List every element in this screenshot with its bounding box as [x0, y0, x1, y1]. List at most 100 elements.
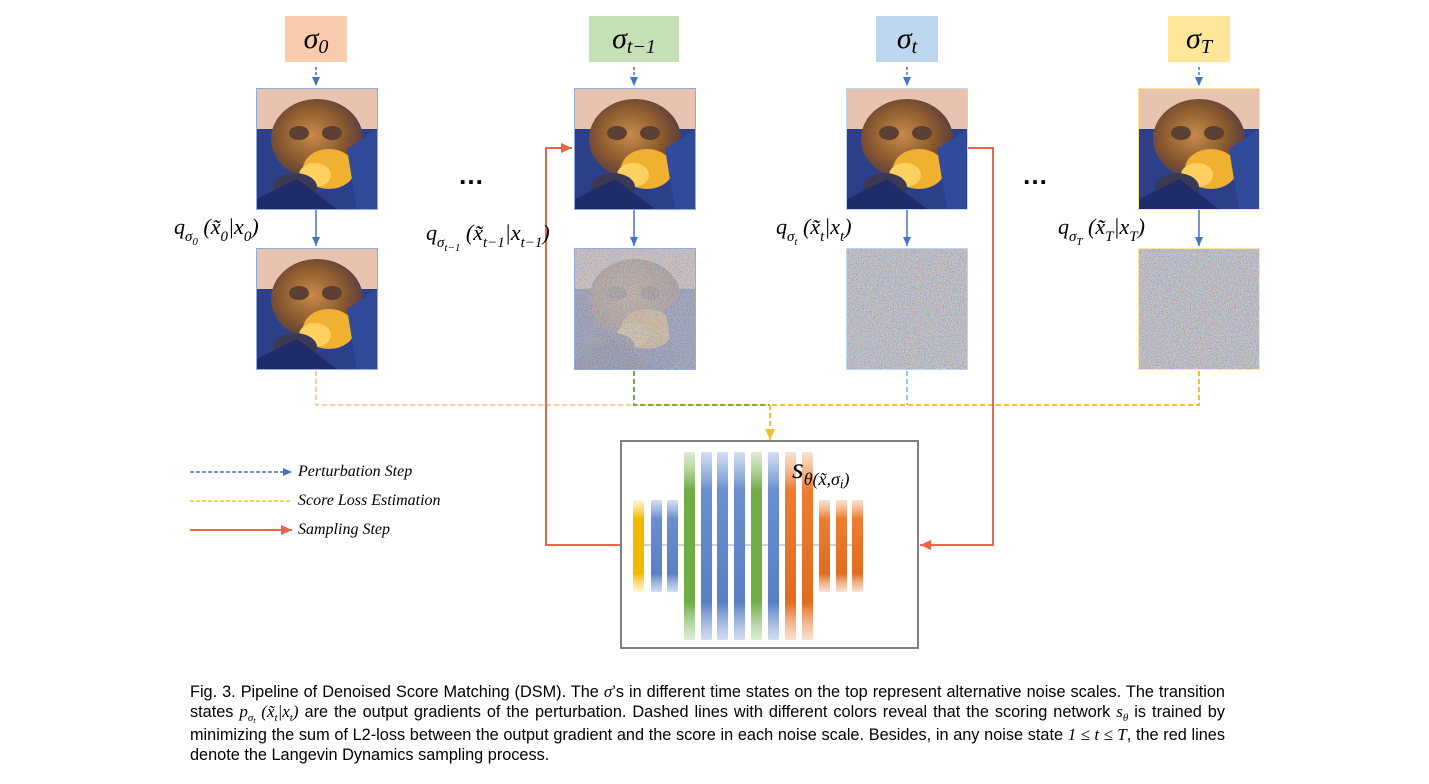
figure-caption: Fig. 3. Pipeline of Denoised Score Match…: [190, 682, 1225, 765]
s-args: (x̃,σ: [812, 469, 840, 489]
caption-s-expr: sθ: [1116, 702, 1129, 724]
legend-label-perturbation: Perturbation Step: [298, 463, 413, 480]
q-sub-index: t−1: [444, 242, 461, 254]
caption-s: s: [1116, 702, 1123, 721]
q-tail-sub: T: [1105, 229, 1114, 245]
sigma-symbol: σ: [303, 22, 319, 55]
network-layer-9: [785, 452, 796, 640]
caption-text-5: , the red lines denote the Langevin Dyna…: [190, 726, 1225, 764]
q-mid-sub: t−1: [520, 235, 543, 251]
network-layer-8: [768, 452, 779, 640]
q-label-2: qσt (x̃t|xt): [776, 214, 852, 248]
caption-p-end: ): [292, 702, 299, 721]
q-main: q: [426, 220, 437, 245]
caption-p-args-sub: t: [274, 712, 278, 724]
s-sub: θ: [803, 469, 813, 489]
input-image-0: [256, 88, 378, 210]
ellipsis-right: …: [1022, 160, 1050, 190]
network-layer-4: [701, 452, 712, 640]
input-image-3: [1138, 88, 1260, 210]
q-tail: (x̃: [203, 214, 221, 239]
network-layer-12: [836, 500, 847, 592]
network-layer-2: [667, 500, 678, 592]
network-layer-0: [633, 500, 644, 592]
caption-p: p: [239, 702, 248, 721]
network-layer-10: [802, 452, 813, 640]
caption-p-mid: |x: [277, 702, 290, 721]
caption-text-4: is trained by minimizing the sum of L2-l…: [190, 703, 1225, 744]
caption-p-sub-sigma: σ: [247, 712, 254, 724]
network-layer-1: [651, 500, 662, 592]
loss-line-3: [770, 371, 1200, 406]
sigma-symbol: σ: [896, 22, 912, 55]
q-mid: |x: [228, 214, 244, 239]
input-image-2: [846, 88, 968, 210]
caption-text-2: ’s in different time states on the top r…: [190, 683, 1225, 721]
network-layer-6: [734, 452, 745, 640]
caption-text-3: are the output gradients of the perturba…: [298, 703, 1117, 721]
q-mid: |x: [1113, 214, 1130, 239]
legend-label-score-loss: Score Loss Estimation: [298, 492, 441, 509]
caption-sigma: σ: [603, 682, 613, 701]
q-tail: (x̃: [802, 214, 821, 239]
network-layer-11: [819, 500, 830, 592]
q-sub-sigma: σ: [185, 229, 193, 245]
q-end: ): [1137, 214, 1145, 239]
sigma-sub: t: [911, 35, 918, 58]
score-network-label: sθ(x̃,σi): [792, 452, 850, 491]
loss-line-1: [633, 371, 770, 406]
perturbed-image-2: [846, 248, 968, 370]
legend-label-sampling: Sampling Step: [298, 521, 390, 538]
q-mid: |x: [504, 220, 521, 245]
q-label-1: qσt−1 (x̃t−1|xt−1): [426, 220, 550, 254]
caption-text-1: Fig. 3. Pipeline of Denoised Score Match…: [190, 683, 604, 701]
caption-s-sub: θ: [1122, 712, 1129, 724]
sigma-sub: T: [1200, 35, 1212, 58]
caption-p-args: (x̃: [261, 702, 275, 721]
q-sub: σ0: [185, 229, 198, 248]
q-sub: σt: [787, 229, 798, 248]
caption-p-expr: pσt (x̃t|xt): [239, 702, 299, 725]
input-image-1: [574, 88, 696, 210]
loss-line-0: [315, 371, 770, 406]
q-main: q: [174, 214, 185, 239]
q-sub-sigma: σ: [1069, 229, 1077, 245]
sigma-sub: 0: [318, 35, 329, 58]
q-main: q: [1058, 214, 1069, 239]
s-main: s: [792, 452, 804, 485]
q-mid-sub: T: [1129, 229, 1138, 245]
q-end: ): [844, 214, 852, 239]
q-mid-sub: 0: [243, 229, 252, 245]
network-layer-7: [751, 452, 762, 640]
q-sub: σT: [1069, 229, 1083, 248]
perturbed-image-0: [256, 248, 378, 370]
diagram-canvas: [190, 67, 1203, 649]
s-end: ): [843, 469, 850, 489]
caption-p-mid-sub: t: [289, 712, 293, 724]
q-sub-index: t: [794, 236, 798, 248]
s-args-sub: i: [839, 476, 844, 491]
sampling-line-left: [545, 143, 620, 546]
perturbed-image-1: [574, 248, 696, 370]
q-tail: (x̃: [1088, 214, 1106, 239]
q-tail-sub: 0: [220, 229, 229, 245]
s-sub-group: θ(x̃,σi): [803, 469, 850, 491]
caption-p-sub: σt: [247, 712, 256, 725]
q-sub-index: 0: [192, 236, 198, 248]
network-layer-13: [852, 500, 863, 592]
caption-p-sub-index: t: [253, 716, 256, 725]
q-label-3: qσT (x̃T|xT): [1058, 214, 1145, 248]
q-tail: (x̃: [465, 220, 483, 245]
q-main: q: [776, 214, 787, 239]
ellipsis-left: …: [458, 160, 486, 190]
q-sub: σt−1: [437, 235, 461, 254]
q-sub-sigma: σ: [437, 235, 445, 251]
q-mid: |x: [824, 214, 841, 239]
caption-range: 1 ≤ t ≤ T: [1067, 725, 1127, 744]
sampling-line-right: [920, 147, 994, 550]
